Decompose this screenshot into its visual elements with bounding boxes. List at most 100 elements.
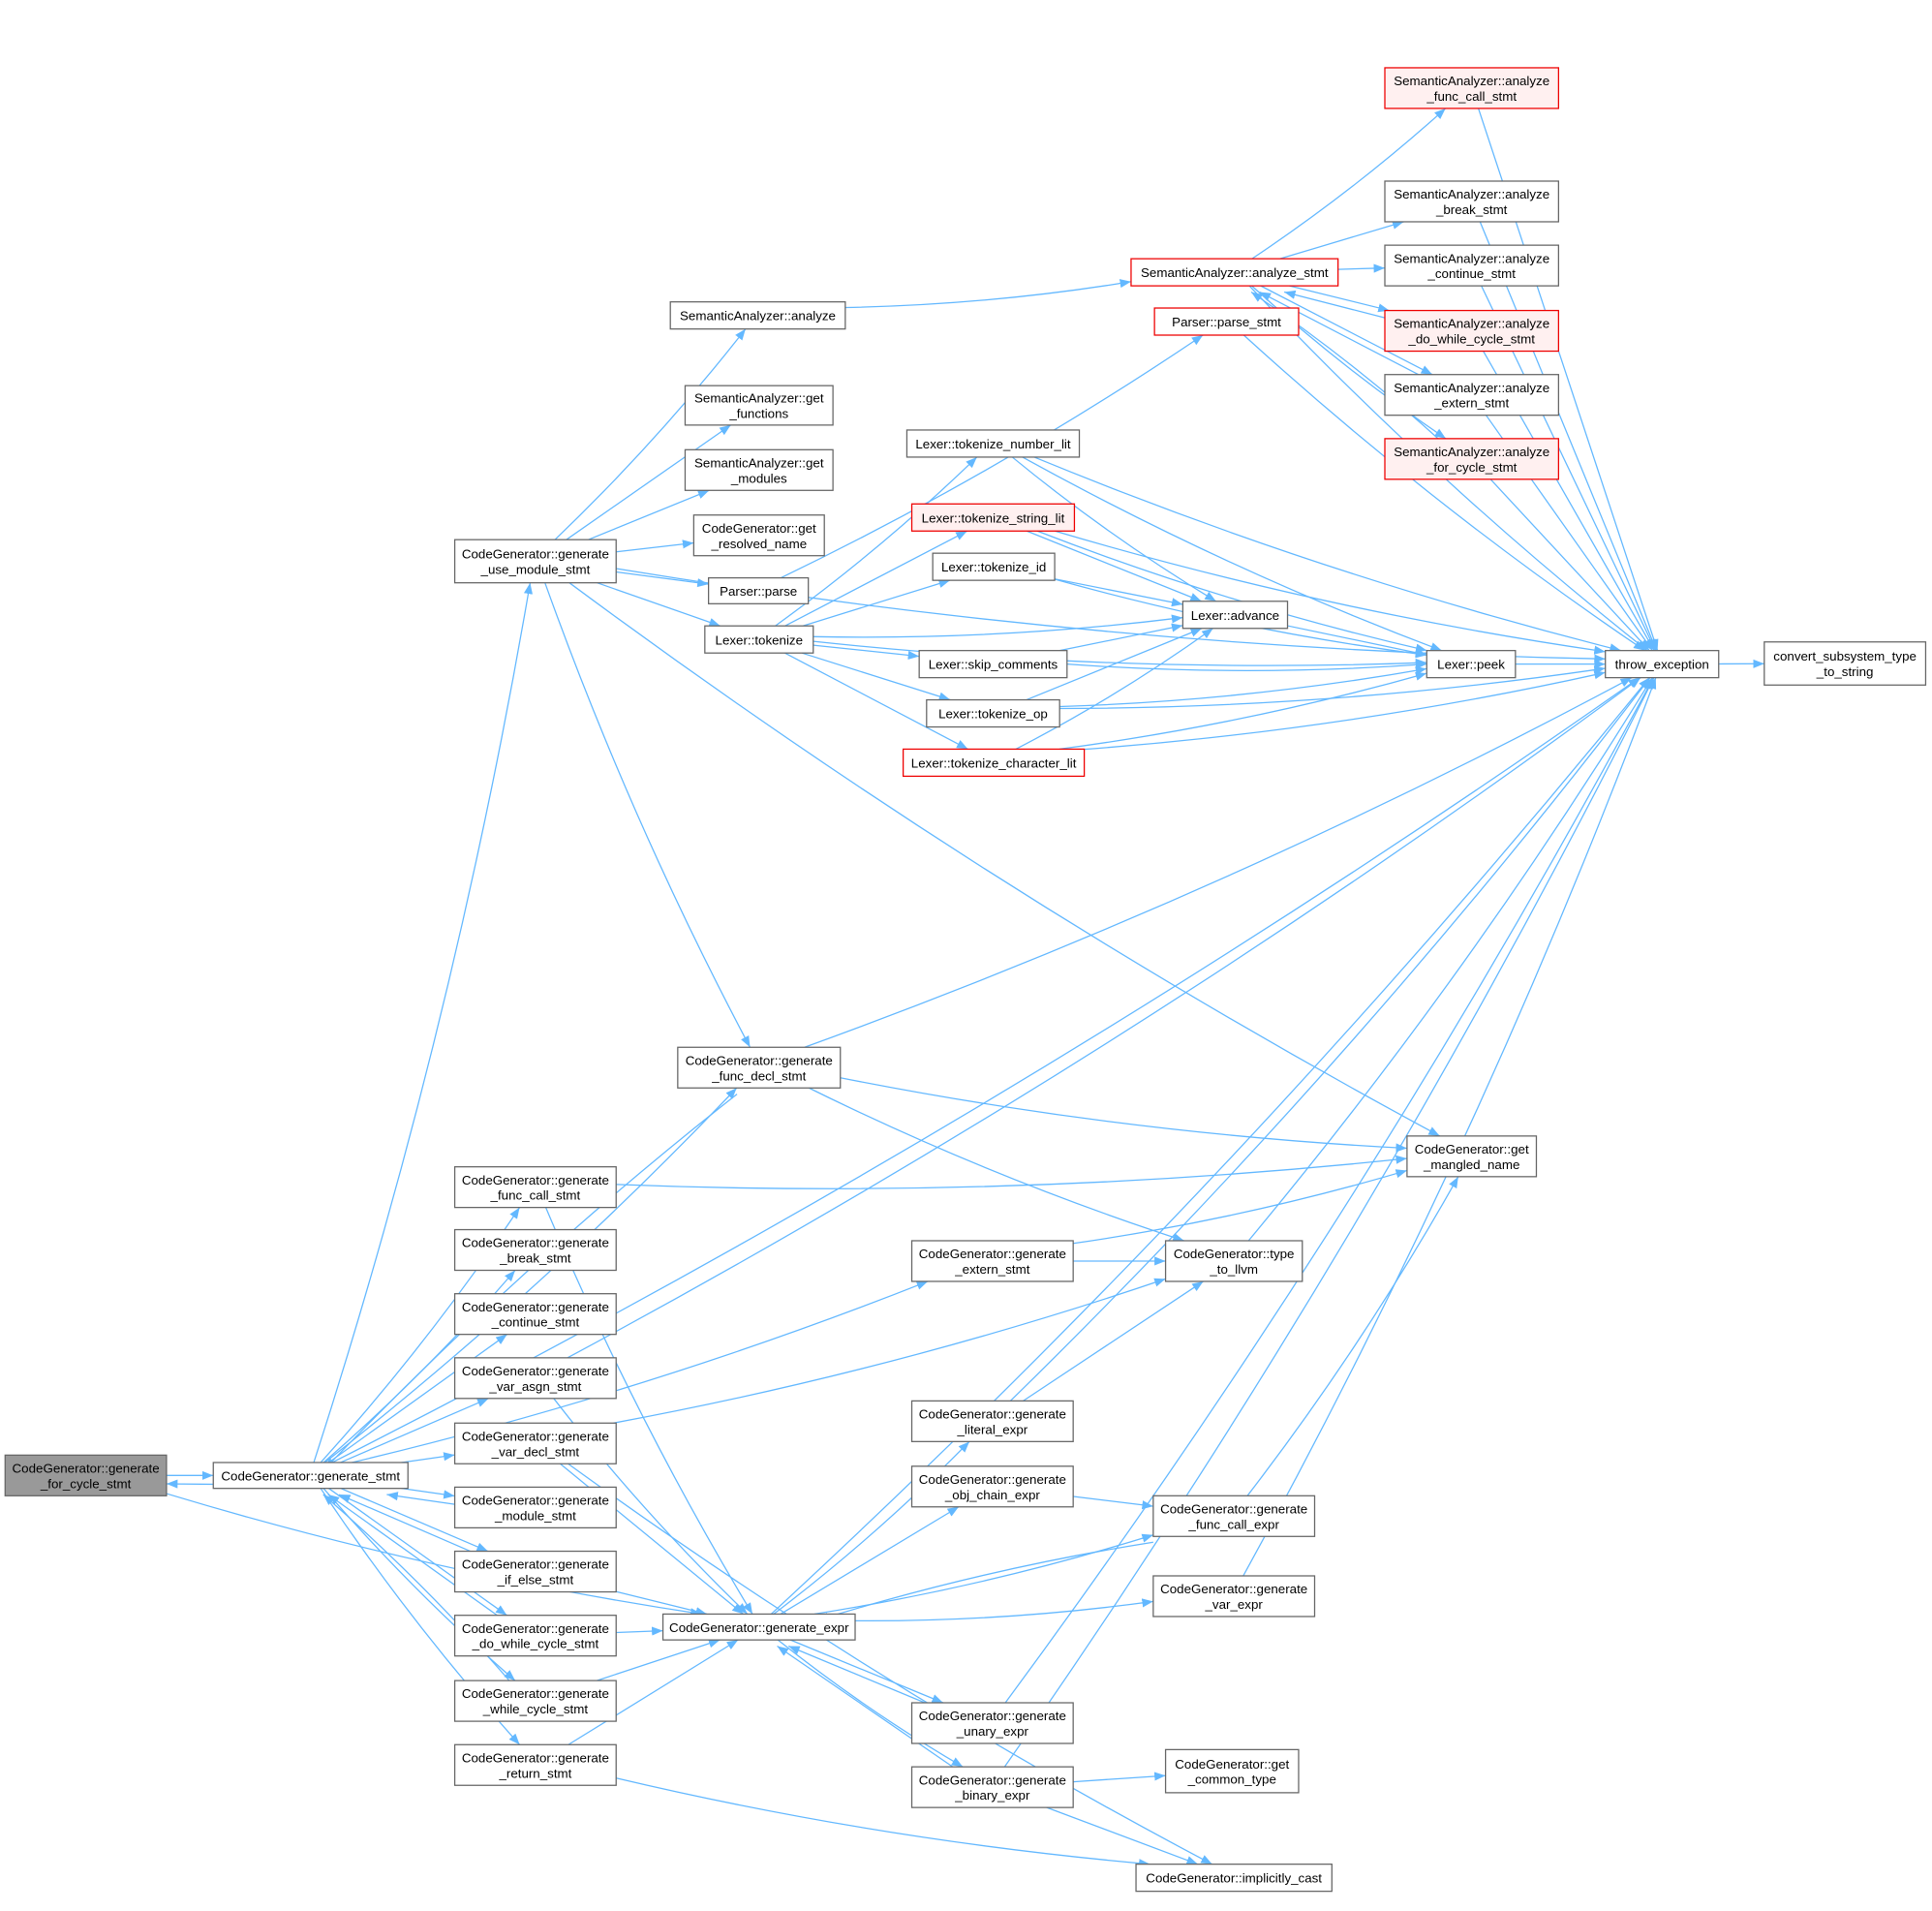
node-sa-do-while[interactable]: SemanticAnalyzer::analyze_do_while_cycle… [1384, 309, 1560, 353]
node-box [453, 1743, 617, 1786]
node-throw-exception[interactable]: throw_exception [1605, 650, 1720, 679]
edge-sa-analyze-to-sa-analyze-stmt [844, 279, 1132, 309]
node-var-asgn[interactable]: CodeGenerator::generate_var_asgn_stmt [453, 1357, 617, 1400]
node-parse-stmt[interactable]: Parser::parse_stmt [1153, 307, 1300, 336]
node-tok-id[interactable]: Lexer::tokenize_id [932, 552, 1056, 581]
node-get-resolved-name[interactable]: CodeGenerator::get_resolved_name [692, 514, 825, 557]
node-label: _extern_stmt [954, 1262, 1029, 1277]
node-binary-expr[interactable]: CodeGenerator::generate_binary_expr [910, 1766, 1074, 1808]
edge-advance-to-peek [1287, 625, 1427, 658]
node-label: SemanticAnalyzer::analyze [1394, 381, 1549, 395]
edge-gen-expr-to-throw-exception [770, 677, 1650, 1615]
node-return-stmt[interactable]: CodeGenerator::generate_return_stmt [453, 1743, 617, 1786]
edge-sa-analyze-stmt-to-sa-for-cycle [1251, 285, 1447, 440]
node-module-stmt[interactable]: CodeGenerator::generate_module_stmt [453, 1486, 617, 1529]
node-for-cycle[interactable]: CodeGenerator::generate_for_cycle_stmt [4, 1454, 168, 1496]
edge-lexer-tokenize-to-tok-number [775, 456, 978, 627]
node-label: _do_while_cycle_stmt [472, 1637, 599, 1651]
node-sa-for-cycle[interactable]: SemanticAnalyzer::analyze_for_cycle_stmt [1384, 438, 1560, 480]
edge-parse-stmt-to-throw-exception [1242, 334, 1645, 652]
node-obj-chain-expr[interactable]: CodeGenerator::generate_obj_chain_expr [910, 1465, 1074, 1508]
node-box [453, 1357, 617, 1400]
node-sa-break[interactable]: SemanticAnalyzer::analyze_break_stmt [1384, 180, 1560, 223]
node-func-call-stmt[interactable]: CodeGenerator::generate_func_call_stmt [453, 1166, 617, 1209]
edge-gen-stmt-to-continue-stmt [327, 1334, 508, 1464]
edge-obj-chain-expr-to-func-call-expr [1073, 1495, 1153, 1510]
node-label: _continue_stmt [1426, 266, 1516, 281]
node-if-else[interactable]: CodeGenerator::generate_if_else_stmt [453, 1550, 617, 1593]
edge-sa-do-while-to-sa-analyze-stmt [1283, 290, 1386, 319]
edge-gen-stmt-to-use-module [313, 582, 534, 1464]
edge-tok-string-to-throw-exception [1055, 530, 1606, 655]
node-label: SemanticAnalyzer::analyze [1394, 187, 1549, 201]
node-label: _binary_expr [954, 1788, 1030, 1803]
node-box [707, 576, 810, 604]
edge-gen-stmt-to-var-decl [401, 1452, 455, 1464]
edge-sa-analyze-stmt-to-sa-do-while [1289, 285, 1390, 313]
node-label: CodeGenerator::generate [462, 1686, 609, 1701]
edge-tok-number-to-peek [1022, 456, 1442, 652]
node-unary-expr[interactable]: CodeGenerator::generate_unary_expr [910, 1702, 1074, 1744]
node-advance[interactable]: Lexer::advance [1181, 601, 1289, 630]
node-box [932, 552, 1056, 581]
node-label: _var_decl_stmt [491, 1444, 580, 1459]
node-tok-op[interactable]: Lexer::tokenize_op [926, 698, 1060, 728]
edge-unary-expr-to-gen-expr [788, 1645, 940, 1710]
node-box [1384, 244, 1560, 287]
node-implicitly-cast[interactable]: CodeGenerator::implicitly_cast [1135, 1864, 1333, 1893]
node-label: _literal_expr [957, 1422, 1028, 1436]
node-sa-get-modules[interactable]: SemanticAnalyzer::get_modules [684, 448, 834, 491]
edge-binary-expr-to-throw-exception [1003, 677, 1655, 1768]
node-get-common-type[interactable]: CodeGenerator::get_common_type [1164, 1748, 1300, 1794]
node-sa-extern[interactable]: SemanticAnalyzer::analyze_extern_stmt [1384, 374, 1560, 416]
node-do-while[interactable]: CodeGenerator::generate_do_while_cycle_s… [453, 1615, 617, 1657]
node-label: SemanticAnalyzer::analyze [1394, 317, 1549, 331]
nodes: CodeGenerator::generate_for_cycle_stmtCo… [4, 67, 1927, 1893]
node-label: _common_type [1187, 1772, 1276, 1787]
node-label: Lexer::tokenize_string_lit [922, 510, 1065, 525]
edge-func-decl-to-throw-exception [804, 677, 1633, 1048]
node-sa-continue[interactable]: SemanticAnalyzer::analyze_continue_stmt [1384, 244, 1560, 287]
node-sa-analyze-stmt[interactable]: SemanticAnalyzer::analyze_stmt [1130, 258, 1339, 287]
edge-skip-comments-to-peek [1066, 660, 1427, 671]
edge-sa-extern-to-sa-analyze-stmt [1259, 291, 1431, 382]
edge-return-stmt-to-gen-expr [567, 1639, 739, 1745]
node-label: _module_stmt [494, 1508, 576, 1523]
node-convert-subsystem[interactable]: convert_subsystem_type_to_string [1763, 641, 1927, 686]
node-func-call-expr[interactable]: CodeGenerator::generate_func_call_expr [1152, 1495, 1316, 1537]
node-break-stmt[interactable]: CodeGenerator::generate_break_stmt [453, 1228, 617, 1272]
node-label: CodeGenerator::generate [462, 1173, 609, 1187]
node-gen-expr[interactable]: CodeGenerator::generate_expr [661, 1613, 856, 1641]
node-func-decl[interactable]: CodeGenerator::generate_func_decl_stmt [677, 1046, 842, 1089]
node-label: convert_subsystem_type [1773, 649, 1917, 663]
node-type-to-llvm[interactable]: CodeGenerator::type_to_llvm [1164, 1240, 1303, 1282]
node-tok-number[interactable]: Lexer::tokenize_number_lit [905, 429, 1081, 458]
node-skip-comments[interactable]: Lexer::skip_comments [918, 650, 1068, 679]
node-lexer-tokenize[interactable]: Lexer::tokenize [704, 625, 814, 654]
edge-binary-expr-to-get-common-type [1073, 1772, 1166, 1783]
node-parser-parse[interactable]: Parser::parse [707, 576, 810, 604]
node-peek[interactable]: Lexer::peek [1426, 650, 1517, 679]
node-sa-get-functions[interactable]: SemanticAnalyzer::get_functions [684, 385, 834, 426]
node-gen-stmt[interactable]: CodeGenerator::generate_stmt [212, 1462, 409, 1490]
node-box [902, 748, 1086, 778]
node-label: CodeGenerator::generate [13, 1461, 160, 1475]
node-use-module[interactable]: CodeGenerator::generate_use_module_stmt [453, 539, 617, 584]
node-label: Parser::parse_stmt [1172, 315, 1281, 329]
node-literal-expr[interactable]: CodeGenerator::generate_literal_expr [910, 1400, 1074, 1442]
node-get-mangled-name[interactable]: CodeGenerator::get_mangled_name [1406, 1135, 1538, 1178]
node-label: _to_string [1816, 664, 1874, 679]
node-tok-string[interactable]: Lexer::tokenize_string_lit [910, 503, 1076, 532]
node-var-decl[interactable]: CodeGenerator::generate_var_decl_stmt [453, 1422, 617, 1464]
node-sa-func-call[interactable]: SemanticAnalyzer::analyze_func_call_stmt [1384, 67, 1560, 109]
node-var-expr[interactable]: CodeGenerator::generate_var_expr [1152, 1575, 1316, 1618]
node-tok-char[interactable]: Lexer::tokenize_character_lit [902, 748, 1086, 778]
node-extern-stmt[interactable]: CodeGenerator::generate_extern_stmt [910, 1240, 1074, 1282]
node-while-stmt[interactable]: CodeGenerator::generate_while_cycle_stmt [453, 1680, 617, 1722]
node-continue-stmt[interactable]: CodeGenerator::generate_continue_stmt [453, 1293, 617, 1336]
node-label: CodeGenerator::type [1174, 1247, 1295, 1261]
node-box [453, 1166, 617, 1209]
edge-var-decl-to-implicitly-cast [567, 1463, 1212, 1865]
edge-func-call-expr-to-get-mangled-name [1246, 1176, 1459, 1496]
node-sa-analyze[interactable]: SemanticAnalyzer::analyze [669, 301, 846, 330]
